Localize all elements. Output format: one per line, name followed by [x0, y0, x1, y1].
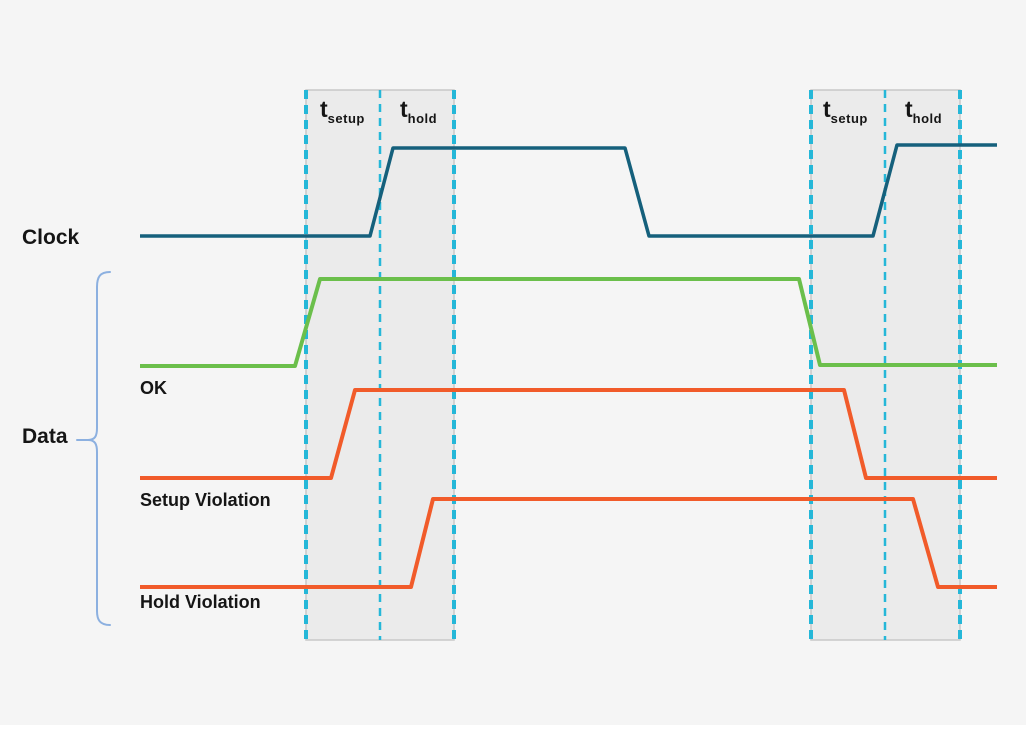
clock-signal-label: Clock: [22, 226, 80, 249]
t-symbol: t: [400, 96, 408, 122]
hold-subscript: hold: [408, 111, 437, 126]
t-symbol: t: [320, 96, 328, 122]
hold-subscript: hold: [913, 111, 942, 126]
hold-violation-signal-waveform: [140, 497, 997, 589]
ok-signal-label: OK: [140, 378, 167, 398]
t-symbol: t: [823, 96, 831, 122]
setup-violation-signal-waveform: [140, 388, 997, 480]
setup-subscript: setup: [328, 111, 365, 126]
t-hold-label-2: thold: [905, 96, 942, 126]
t-symbol: t: [905, 96, 913, 122]
clock-signal-waveform: [140, 143, 997, 238]
data-group-label: Data: [22, 425, 68, 448]
hold-violation-signal-label: Hold Violation: [140, 592, 261, 612]
timing-window-1: tsetup thold: [304, 89, 456, 641]
t-hold-label-1: thold: [400, 96, 437, 126]
t-setup-label-2: tsetup: [823, 96, 868, 126]
setup-subscript: setup: [831, 111, 868, 126]
ok-signal-waveform: [140, 277, 997, 368]
setup-violation-signal-label: Setup Violation: [140, 490, 271, 510]
t-setup-label-1: tsetup: [320, 96, 365, 126]
